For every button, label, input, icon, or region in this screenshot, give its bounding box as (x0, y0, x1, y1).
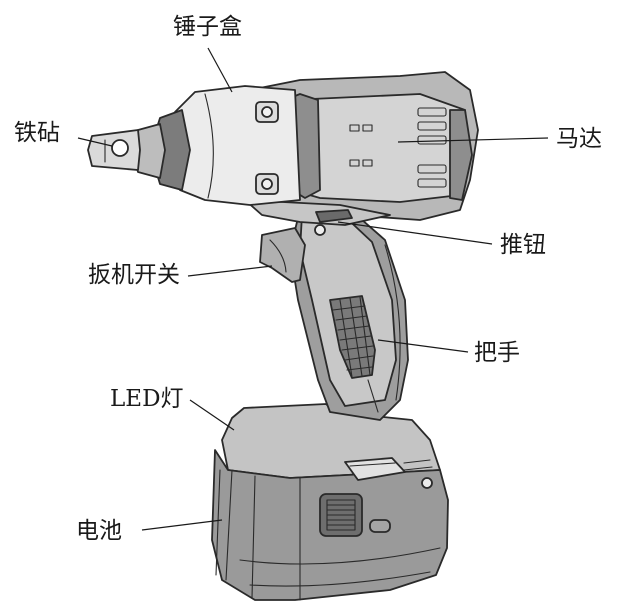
leader-lines (77, 47, 549, 531)
label-battery: 电池 (76, 518, 122, 544)
hammer-case (167, 85, 301, 206)
battery-pack (211, 403, 449, 601)
handle-grip (289, 204, 409, 421)
label-led-light: LED灯 (110, 386, 184, 412)
trigger (259, 227, 306, 283)
label-hammer-case: 锤子盒 (173, 14, 242, 40)
label-motor: 马达 (556, 126, 602, 152)
label-trigger-switch: 扳机开关 (88, 262, 180, 288)
anvil-nose (87, 109, 191, 191)
label-handle: 把手 (474, 340, 520, 366)
label-push-button: 推钮 (500, 232, 546, 258)
label-anvil: 铁砧 (14, 120, 60, 146)
